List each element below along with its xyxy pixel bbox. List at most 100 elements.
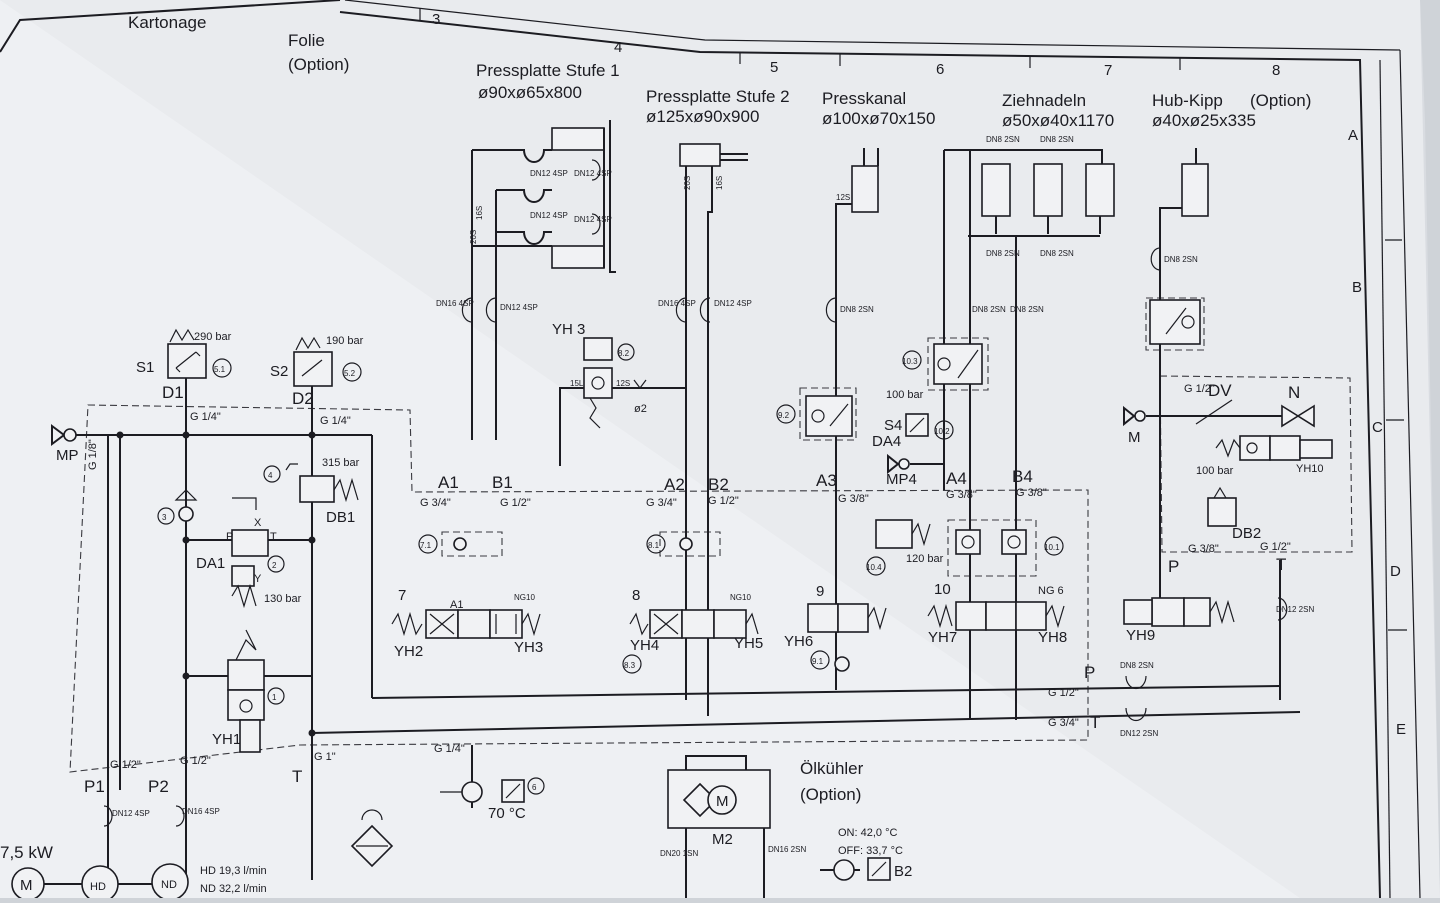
- title-pressplatte-1-dims: ø90xø65x800: [478, 83, 582, 102]
- b2-fitting: 16S: [715, 176, 724, 190]
- yh5-label: YH5: [734, 635, 763, 652]
- p1-port-size: G 1/2": [110, 759, 141, 771]
- yh4-label: YH4: [630, 637, 659, 654]
- ziehnadeln-hose-2: DN8 2SN: [1040, 135, 1074, 144]
- mp-port-size: G 1/8": [87, 439, 99, 470]
- check-valve-9-1: [834, 656, 850, 672]
- drive-motor-label: M: [20, 877, 33, 894]
- m-label: M: [1128, 429, 1141, 446]
- directional-valve-10-right: [1015, 601, 1047, 631]
- return-port-size: G 1/4": [434, 743, 465, 755]
- row-label-b: B: [1352, 279, 1362, 296]
- p2-port-size: G 1/2": [180, 755, 211, 767]
- hd-flow: HD 19,3 l/min: [200, 865, 267, 877]
- check-valve-8-1: [679, 537, 693, 551]
- col-label-4: 4: [614, 39, 622, 56]
- tank-t-label: T: [292, 767, 302, 786]
- pressure-switch-s2: [293, 351, 333, 387]
- ref-7-1: 7.1: [420, 541, 432, 550]
- row-label-d: D: [1390, 563, 1401, 580]
- ziehnadeln-hose-4: DN8 2SN: [1040, 249, 1074, 258]
- cooler-on-temp: ON: 42,0 °C: [838, 827, 897, 839]
- db2-pressure: 100 bar: [1196, 465, 1234, 477]
- yh3-fitting: 12S: [616, 379, 630, 388]
- da1-pressure: 130 bar: [264, 593, 302, 605]
- cylinder-hub-kipp: [1181, 163, 1209, 217]
- db2-label: DB2: [1232, 525, 1261, 542]
- title-pressplatte-1: Pressplatte Stufe 1: [476, 61, 620, 80]
- cylinder-pressplatte-1b: [551, 245, 605, 269]
- yh9-label: YH9: [1126, 627, 1155, 644]
- valve-7-size: NG10: [514, 593, 535, 602]
- valve-7-a: A1: [450, 599, 463, 611]
- col-label-8: 8: [1272, 62, 1280, 79]
- title-pressplatte-2: Pressplatte Stufe 2: [646, 87, 790, 106]
- title-presskanal: Presskanal: [822, 89, 906, 108]
- ref-10-2: 10.2: [934, 427, 950, 436]
- valve-yh1: [227, 659, 265, 691]
- directional-valve-8-center: [681, 609, 715, 639]
- port-b1: B1: [492, 473, 513, 492]
- measuring-point-mp4: [887, 453, 900, 475]
- cooler-motor-m2: [707, 785, 737, 815]
- cooler-off-temp: OFF: 33,7 °C: [838, 845, 903, 857]
- nd-flow: ND 32,2 l/min: [200, 883, 267, 895]
- ref-10-4: 10.4: [866, 563, 882, 572]
- ref-9: 9: [816, 583, 824, 600]
- check-valve-10-1-b: [1001, 529, 1027, 555]
- title-ziehnadeln: Ziehnadeln: [1002, 91, 1086, 110]
- directional-valve-7-center: [457, 609, 491, 639]
- p1-label: P1: [84, 777, 105, 796]
- ref-2: 2: [272, 561, 277, 570]
- valve-8-size: NG10: [730, 593, 751, 602]
- ref-3: 3: [162, 513, 167, 522]
- yh1-label: YH1: [212, 731, 241, 748]
- cooler-motor-m: M: [716, 793, 729, 810]
- check-valve-7-1: [453, 537, 467, 551]
- ref-9-1: 9.1: [812, 657, 824, 666]
- d1-label: D1: [162, 383, 184, 402]
- b2-hose: DN12 4SP: [714, 299, 752, 308]
- p2-label: P2: [148, 777, 169, 796]
- b4-hose: DN8 2SN: [1010, 305, 1044, 314]
- db2-t-port-size: G 1/2": [1260, 541, 1291, 553]
- mp4-label: MP4: [886, 471, 917, 488]
- motor-power: 7,5 kW: [0, 843, 53, 862]
- port-a1: A1: [438, 473, 459, 492]
- yh3-label: YH3: [514, 639, 543, 656]
- cylinder-pressplatte-2: [679, 143, 721, 167]
- valve-yh3-solenoid: [583, 337, 613, 361]
- port-a2: A2: [664, 475, 685, 494]
- port-a4: A4: [946, 469, 967, 488]
- col-label-6: 6: [936, 61, 944, 78]
- col-label-7: 7: [1104, 62, 1112, 79]
- s1-label: S1: [136, 359, 154, 376]
- pp1-hose-d: DN12 4SP: [574, 215, 612, 224]
- ziehnadeln-hose-3: DN8 2SN: [986, 249, 1020, 258]
- valve-yh3: [583, 367, 613, 399]
- a2-fitting: 20S: [683, 176, 692, 190]
- valve-yh9-right: [1183, 597, 1211, 627]
- tank-line-t: T: [1090, 713, 1100, 732]
- cylinder-presskanal: [851, 165, 879, 213]
- pressure-line-port-size: G 1/2": [1048, 687, 1079, 699]
- pressure-line-hose: DN8 2SN: [1120, 661, 1154, 670]
- n-label: N: [1288, 383, 1300, 402]
- ref-5-1: 5.1: [214, 365, 226, 374]
- ref-6: 6: [532, 783, 537, 792]
- relief-valve-db2: [1207, 497, 1237, 527]
- a1-port-size: G 3/4": [420, 497, 451, 509]
- s2-pressure: 190 bar: [326, 335, 364, 347]
- d2-label: D2: [292, 389, 314, 408]
- s4-pressure: 100 bar: [886, 389, 924, 401]
- cooler-hose-1: DN20 1SN: [660, 849, 698, 858]
- yh3-fitting-l: 15L: [570, 379, 584, 388]
- relief-valve-db1: [299, 475, 335, 503]
- yh3-solenoid-label: YH 3: [552, 321, 585, 338]
- da4-label: DA4: [872, 433, 901, 450]
- ref-4: 4: [268, 471, 273, 480]
- row-label-a: A: [1348, 127, 1358, 144]
- a4-hose: DN8 2SN: [972, 305, 1006, 314]
- pressure-line-p: P: [1084, 663, 1095, 682]
- cylinder-pressplatte-1a: [551, 127, 605, 151]
